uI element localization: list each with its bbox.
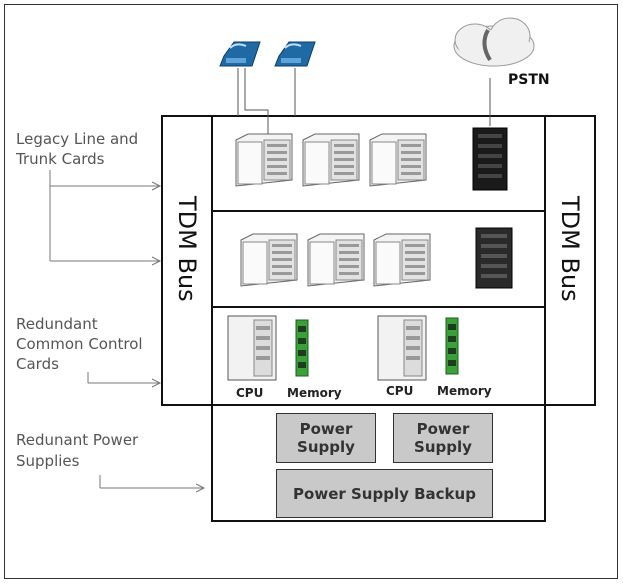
line-card-icon bbox=[373, 233, 431, 287]
power-supply-box: Power Supply bbox=[276, 413, 376, 463]
control-label-line1: Redundant bbox=[16, 315, 98, 333]
memory-label: Memory bbox=[287, 386, 342, 400]
power-supply-box: Power Supply bbox=[393, 413, 493, 463]
power-supply-backup-box: Power Supply Backup bbox=[276, 469, 493, 518]
power-label-line2: Supplies bbox=[16, 452, 80, 470]
dark-server-icon bbox=[475, 227, 513, 289]
tdm-bus-left-label: TDM Bus bbox=[173, 196, 201, 302]
memory-board-icon bbox=[295, 319, 309, 377]
line-card-icon bbox=[240, 233, 298, 287]
tdm-bus-right-label: TDM Bus bbox=[556, 196, 584, 302]
memory-board-icon bbox=[445, 317, 459, 375]
diagram-frame bbox=[4, 4, 618, 579]
cpu-label: CPU bbox=[236, 386, 264, 400]
control-label-line2: Common Control bbox=[16, 335, 143, 353]
cpu-tower-icon bbox=[377, 315, 427, 381]
line-card-icon bbox=[307, 233, 365, 287]
line-card-icon bbox=[369, 133, 427, 187]
legacy-label-line1: Legacy Line and bbox=[16, 130, 139, 148]
dark-server-icon bbox=[472, 127, 508, 191]
legacy-label-line2: Trunk Cards bbox=[16, 150, 105, 168]
cpu-label: CPU bbox=[386, 384, 414, 398]
pstn-label: PSTN bbox=[508, 72, 550, 88]
power-supply-backup-label: Power Supply Backup bbox=[293, 484, 476, 503]
memory-label: Memory bbox=[437, 384, 492, 398]
power-supply-line2: Supply bbox=[414, 438, 472, 456]
power-supply-line1: Power bbox=[299, 420, 353, 438]
phone-icon bbox=[274, 41, 316, 67]
cloud-icon bbox=[453, 17, 535, 67]
line-card-icon bbox=[235, 133, 293, 187]
cpu-tower-icon bbox=[227, 315, 277, 381]
power-rack bbox=[211, 404, 546, 522]
power-supply-line1: Power bbox=[416, 420, 470, 438]
control-label-line3: Cards bbox=[16, 355, 59, 373]
power-label-line1: Redunant Power bbox=[16, 431, 139, 449]
line-card-icon bbox=[302, 133, 360, 187]
power-supply-line2: Supply bbox=[297, 438, 355, 456]
phone-icon bbox=[219, 41, 261, 67]
